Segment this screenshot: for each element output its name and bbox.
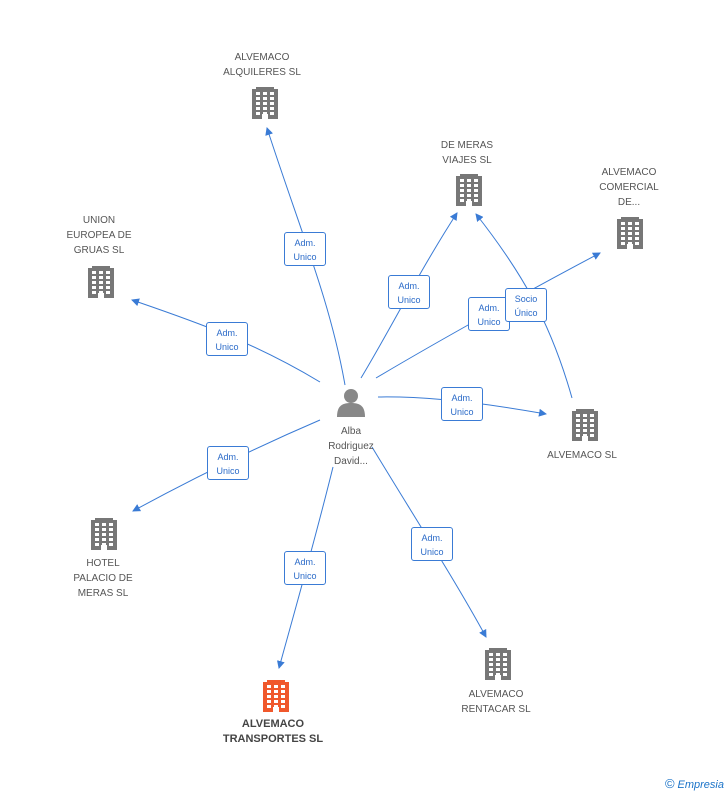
company-name-alquileres[interactable]: ALVEMACO ALQUILERES SL <box>223 52 301 78</box>
building-icon-alquileres[interactable] <box>252 87 278 119</box>
edge-label-center-to-alquileres[interactable]: Adm. Unico <box>284 232 326 266</box>
company-name-hotel[interactable]: HOTEL PALACIO DE MERAS SL <box>73 558 133 599</box>
building-icon-demeras[interactable] <box>456 174 482 206</box>
company-name-demeras[interactable]: DE MERAS VIAJES SL <box>440 140 494 166</box>
building-icon-comercial[interactable] <box>617 217 643 249</box>
person-icon[interactable] <box>337 389 365 417</box>
edge-label-center-to-hotel[interactable]: Adm. Unico <box>207 446 249 480</box>
building-icon-union[interactable] <box>88 266 114 298</box>
copyright-symbol: © <box>664 776 675 791</box>
edge-label-center-to-transportes[interactable]: Adm. Unico <box>284 551 326 585</box>
building-icon-alvemaco[interactable] <box>572 409 598 441</box>
building-icon-rentacar[interactable] <box>485 648 511 680</box>
edge-label-center-to-union[interactable]: Adm. Unico <box>206 322 248 356</box>
brand-name: Empresia <box>677 779 724 791</box>
company-name-comercial[interactable]: ALVEMACO COMERCIAL DE... <box>599 167 659 208</box>
building-icon-transportes[interactable] <box>263 680 289 712</box>
company-name-union[interactable]: UNION EUROPEA DE GRUAS SL <box>66 215 132 256</box>
edge-label-center-to-rentacar[interactable]: Adm. Unico <box>411 527 453 561</box>
edge-label-center-to-demeras[interactable]: Adm. Unico <box>388 275 430 309</box>
building-icon-hotel[interactable] <box>91 518 117 550</box>
edge-label-center-to-alvemaco[interactable]: Adm. Unico <box>441 387 483 421</box>
center-person-name[interactable]: Alba Rodriguez David... <box>328 426 374 467</box>
watermark: ©Empresia <box>665 776 724 791</box>
company-name-rentacar[interactable]: ALVEMACO RENTACAR SL <box>461 689 531 715</box>
company-name-transportes[interactable]: ALVEMACO TRANSPORTES SL <box>222 718 324 745</box>
edge-label-center-to-comercial[interactable]: Adm. Unico <box>468 297 510 331</box>
company-name-alvemaco[interactable]: ALVEMACO SL <box>547 450 617 461</box>
edge-label-alvemaco-to-demeras[interactable]: Socio Único <box>505 288 547 322</box>
